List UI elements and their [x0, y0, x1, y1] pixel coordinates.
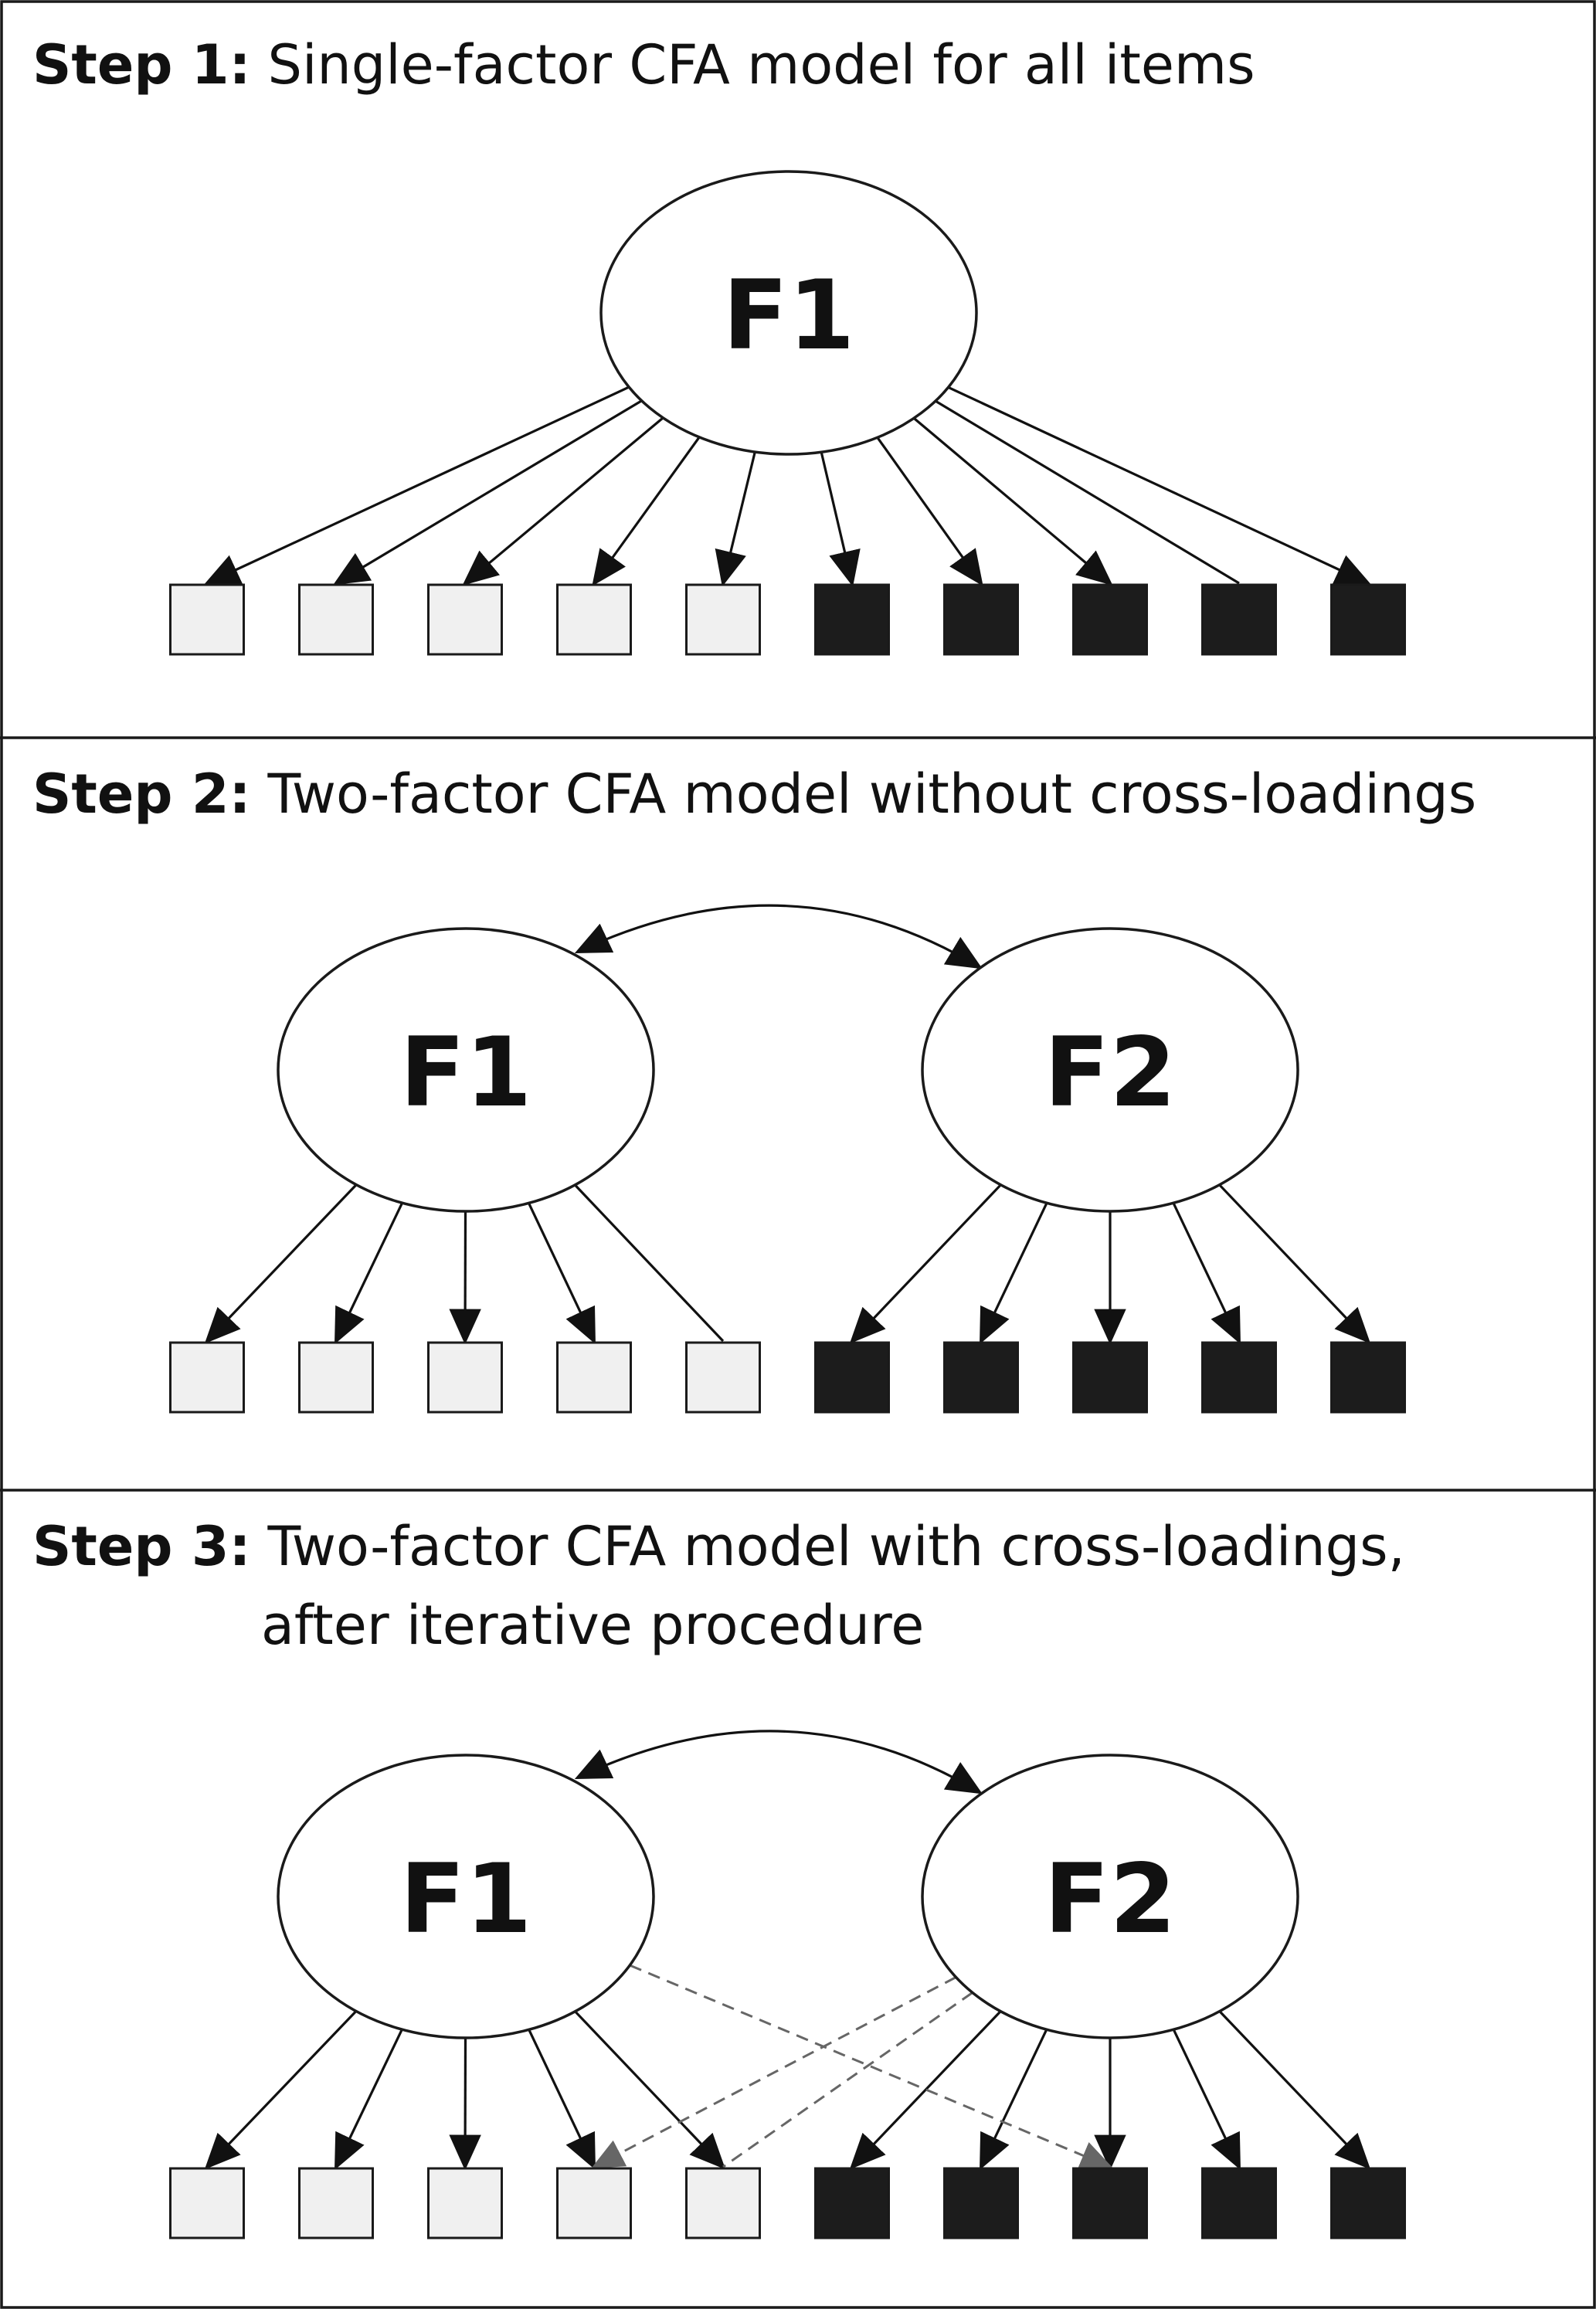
step-2-panel: Step 2: Two-factor CFA model without cro… — [32, 762, 1476, 1414]
step-1-panel: Step 1: Single-factor CFA model for all … — [32, 33, 1406, 656]
step-3-items — [169, 2167, 1406, 2239]
item-box-dark — [1330, 1341, 1406, 1414]
step-2-heading: Step 2: Two-factor CFA model without cro… — [32, 762, 1476, 826]
item-box-dark — [814, 1341, 890, 1414]
step-title-continued: after iterative procedure — [261, 1594, 924, 1657]
step-title: Two-factor CFA model without cross-loadi… — [267, 762, 1477, 826]
step-1-heading: Step 1: Single-factor CFA model for all … — [32, 33, 1255, 97]
latent-factor-ellipse — [277, 927, 655, 1213]
step-label: Step 3: — [32, 1515, 251, 1578]
factor-label: F1 — [400, 1017, 532, 1129]
cross-loading-arrow — [629, 1964, 1113, 2169]
item-box-dark — [1330, 583, 1406, 656]
factor-loading-arrow — [334, 1202, 404, 1345]
factor-loading-arrow — [574, 1183, 725, 1343]
step-title: Single-factor CFA model for all items — [268, 33, 1255, 97]
factor-loading-arrow — [980, 2029, 1048, 2171]
item-box-light — [298, 2167, 374, 2239]
step-1-items — [169, 583, 1406, 656]
item-box-light — [298, 1341, 374, 1414]
item-box-light — [427, 583, 503, 656]
factor-loading-arrow — [203, 385, 630, 585]
step-2-factors: F1 F2 — [277, 927, 1299, 1213]
item-box-light — [169, 583, 245, 656]
cross-loading-arrow — [591, 1976, 957, 2168]
step-title: Two-factor CFA model with cross-loadings… — [267, 1515, 1405, 1578]
item-box-dark — [1201, 2167, 1277, 2239]
cross-loading-arrow — [722, 1992, 973, 2168]
step-1-factors: F1 — [599, 170, 978, 456]
item-box-light — [169, 1341, 245, 1414]
item-box-dark — [1072, 583, 1148, 656]
factor-label: F2 — [1044, 1017, 1177, 1129]
item-box-dark — [943, 2167, 1019, 2239]
step-3-heading: Step 3: Two-factor CFA model with cross-… — [32, 1515, 1405, 1578]
item-box-dark — [1072, 2167, 1148, 2239]
step-2-edges — [204, 904, 1371, 1345]
factor-loading-arrow — [820, 451, 861, 587]
factor-loading-arrow — [876, 436, 983, 586]
factor-label: F1 — [400, 1844, 532, 1955]
step-3-factors: F1 F2 — [277, 1754, 1299, 2039]
factor-loading-arrow — [715, 451, 756, 587]
factor-correlation-arrow — [574, 904, 983, 969]
factor-loading-arrow — [947, 385, 1372, 585]
step-label: Step 2: — [32, 762, 251, 826]
step-3-edges — [204, 1730, 1371, 2171]
step-3-panel: Step 3: Two-factor CFA model with cross-… — [32, 1515, 1406, 2239]
factor-loading-arrow — [849, 2010, 1002, 2170]
item-box-light — [427, 1341, 503, 1414]
item-box-light — [556, 583, 632, 656]
item-box-light — [685, 1341, 761, 1414]
item-box-light — [556, 1341, 632, 1414]
latent-factor-ellipse — [921, 1754, 1299, 2039]
factor-loading-arrow — [935, 399, 1240, 585]
factor-loading-arrow — [980, 1202, 1048, 1345]
step-1-edges — [203, 385, 1372, 587]
step-2-items — [169, 1341, 1406, 1414]
step-label: Step 1: — [32, 33, 251, 97]
factor-loading-arrow — [913, 417, 1113, 586]
factor-correlation-arrow — [574, 1730, 983, 1795]
factor-loading-arrow — [449, 2037, 481, 2171]
factor-loading-arrow — [592, 436, 701, 586]
item-box-dark — [943, 583, 1019, 656]
factor-loading-arrow — [204, 2010, 358, 2170]
factor-loading-arrow — [1172, 1202, 1241, 1345]
latent-factor-ellipse — [599, 170, 978, 456]
item-box-dark — [943, 1341, 1019, 1414]
factor-label: F1 — [723, 260, 855, 372]
item-box-dark — [1201, 583, 1277, 656]
factor-loading-arrow — [574, 2010, 726, 2170]
factor-loading-arrow — [449, 1211, 481, 1345]
factor-loading-arrow — [333, 399, 643, 586]
item-box-light — [685, 2167, 761, 2239]
item-box-light — [427, 2167, 503, 2239]
item-box-light — [685, 583, 761, 656]
item-box-dark — [1072, 1341, 1148, 1414]
factor-loading-arrow — [528, 2029, 596, 2171]
factor-loading-arrow — [204, 1183, 358, 1344]
factor-loading-arrow — [1218, 2010, 1371, 2170]
latent-factor-ellipse — [277, 1754, 655, 2039]
item-box-light — [169, 2167, 245, 2239]
item-box-dark — [1330, 2167, 1406, 2239]
factor-loading-arrow — [849, 1183, 1002, 1344]
latent-factor-ellipse — [921, 927, 1299, 1213]
factor-loading-arrow — [1172, 2029, 1241, 2171]
factor-loading-arrow — [334, 2029, 403, 2171]
factor-loading-arrow — [1218, 1183, 1371, 1344]
item-box-dark — [814, 2167, 890, 2239]
factor-loading-arrow — [528, 1202, 596, 1345]
factor-loading-arrow — [462, 416, 664, 586]
factor-label: F2 — [1044, 1844, 1177, 1955]
item-box-dark — [814, 583, 890, 656]
item-box-light — [298, 583, 374, 656]
item-box-dark — [1201, 1341, 1277, 1414]
item-box-light — [556, 2167, 632, 2239]
